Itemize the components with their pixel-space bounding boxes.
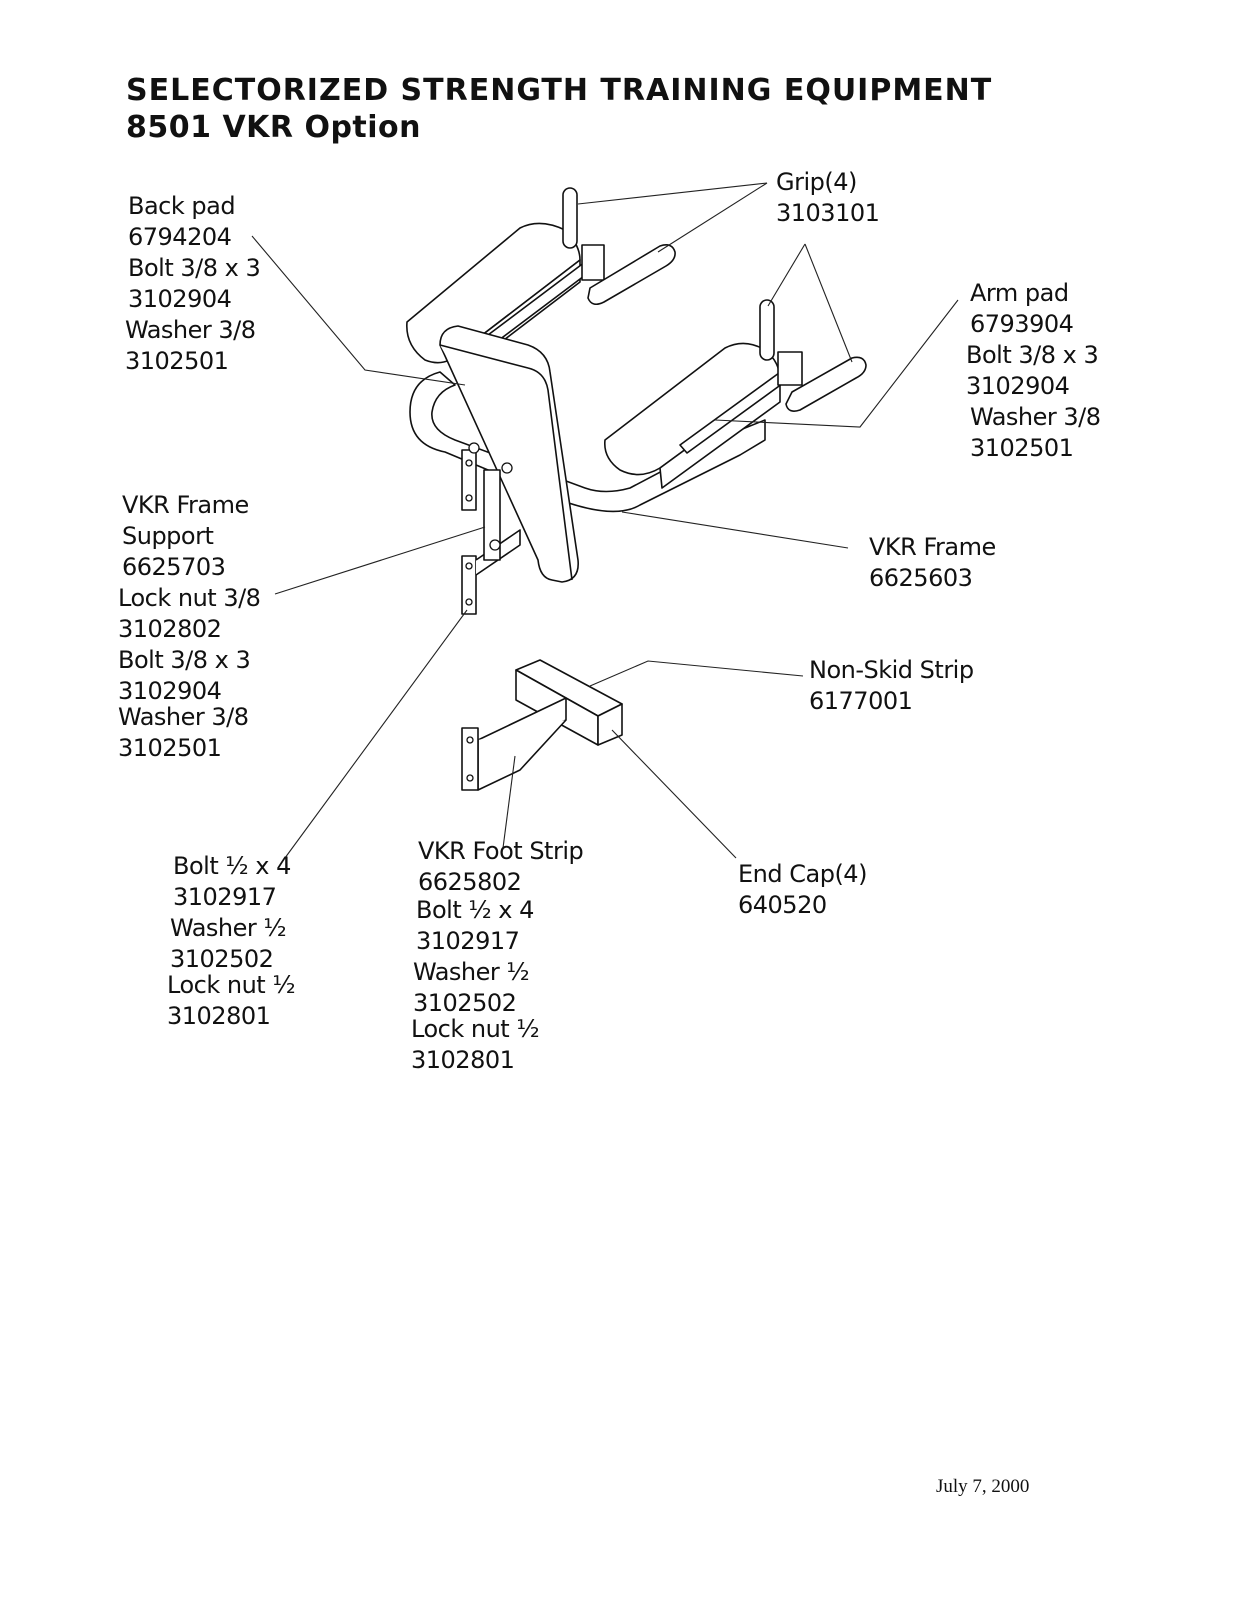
callout-line: Lock nut ½ — [167, 971, 296, 999]
callout-line: 3102501 — [118, 734, 222, 762]
callout-line: 3102917 — [173, 883, 277, 911]
callout-line: Bolt 3/8 x 3 — [118, 646, 251, 674]
callout-line: 3102917 — [416, 927, 520, 955]
callout-line: VKR Frame — [869, 533, 996, 561]
callout-arm-pad: Arm pad 6793904 Bolt 3/8 x 3 3102904 Was… — [966, 278, 1101, 464]
callout-line: VKR Foot Strip — [418, 837, 584, 865]
callout-line: 640520 — [738, 891, 827, 919]
page-subtitle: 8501 VKR Option — [126, 110, 422, 145]
callout-non-skid-strip: Non-Skid Strip 6177001 — [809, 655, 974, 717]
callout-line: Grip(4) — [776, 168, 857, 196]
callout-vkr-frame-support: VKR Frame Support 6625703 Lock nut 3/8 3… — [118, 490, 261, 764]
callout-line: Washer 3/8 — [125, 316, 256, 344]
callout-line: Support — [122, 522, 214, 550]
grip-right-vertical — [759, 299, 775, 361]
callout-line: Non-Skid Strip — [809, 656, 974, 684]
callout-line: Washer 3/8 — [970, 403, 1101, 431]
callout-line: Washer ½ — [170, 914, 287, 942]
callout-line: Bolt ½ x 4 — [173, 852, 291, 880]
grip-left-vertical — [562, 187, 578, 249]
page-title: SELECTORIZED STRENGTH TRAINING EQUIPMENT — [126, 73, 993, 108]
callout-line: 6794204 — [128, 223, 232, 251]
callout-line: Bolt ½ x 4 — [416, 896, 534, 924]
callout-line: Arm pad — [970, 279, 1069, 307]
callout-end-cap: End Cap(4) 640520 — [738, 859, 867, 921]
callout-line: 3102501 — [970, 434, 1074, 462]
callout-line: 3103101 — [776, 199, 880, 227]
callout-line: 6625603 — [869, 564, 973, 592]
callout-line: End Cap(4) — [738, 860, 867, 888]
callout-line: 3102802 — [118, 615, 222, 643]
callout-line: Washer 3/8 — [118, 703, 249, 731]
callout-line: Back pad — [128, 192, 236, 220]
callout-vkr-foot-strip: VKR Foot Strip 6625802 Bolt ½ x 4 310291… — [411, 836, 584, 1076]
callout-line: 6625802 — [418, 868, 522, 896]
callout-line: 6177001 — [809, 687, 913, 715]
callout-vkr-frame: VKR Frame 6625603 — [869, 532, 996, 594]
callout-line: 3102502 — [170, 945, 274, 973]
foot-strip-plate — [461, 727, 479, 791]
callout-line: 3102904 — [128, 285, 232, 313]
callout-line: 3102801 — [167, 1002, 271, 1030]
callout-line: Bolt 3/8 x 3 — [966, 341, 1099, 369]
callout-line: 6793904 — [970, 310, 1074, 338]
callout-line: Washer ½ — [413, 958, 530, 986]
callout-line: 3102501 — [125, 347, 229, 375]
callout-line: 3102801 — [411, 1046, 515, 1074]
callout-line: 3102904 — [966, 372, 1070, 400]
callout-line: Bolt 3/8 x 3 — [128, 254, 261, 282]
callout-line: 6625703 — [122, 553, 226, 581]
callout-back-pad: Back pad 6794204 Bolt 3/8 x 3 3102904 Wa… — [125, 191, 261, 377]
callout-line: 3102904 — [118, 677, 222, 705]
document-date: July 7, 2000 — [936, 1476, 1030, 1497]
callout-line: 3102502 — [413, 989, 517, 1017]
callout-bolt-half: Bolt ½ x 4 3102917 Washer ½ 3102502 Lock… — [167, 851, 296, 1032]
callout-line: VKR Frame — [122, 491, 249, 519]
callout-line: Lock nut ½ — [411, 1015, 540, 1043]
callout-line: Lock nut 3/8 — [118, 584, 261, 612]
callout-grip: Grip(4) 3103101 — [776, 167, 880, 229]
